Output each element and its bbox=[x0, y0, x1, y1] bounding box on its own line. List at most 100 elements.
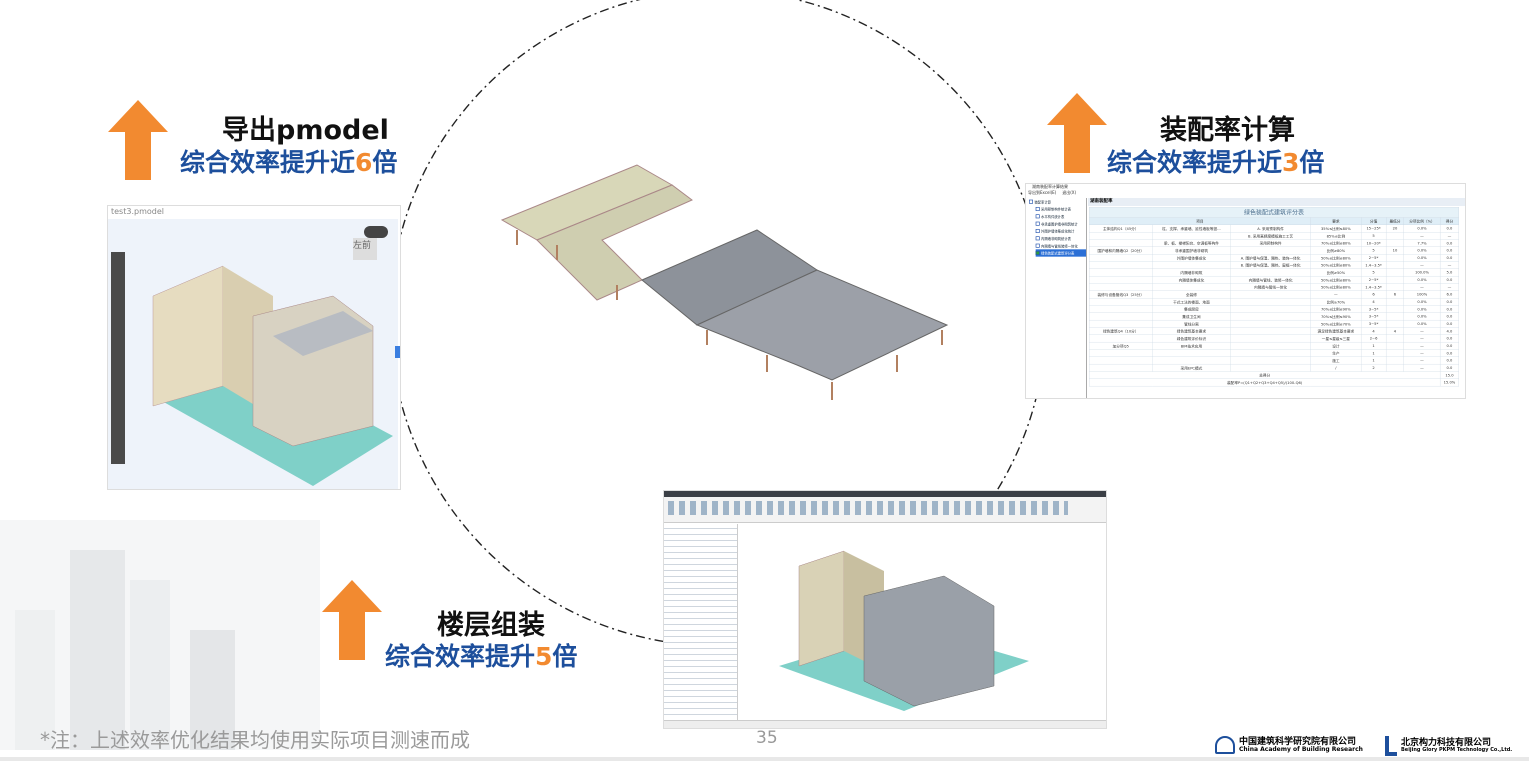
table-cell: 2 bbox=[1360, 363, 1387, 372]
table-cell: 20 bbox=[1385, 224, 1405, 233]
table-cell: 4.0 bbox=[1439, 327, 1459, 335]
tree-item-selected[interactable]: 绿色装配式建筑评分表 bbox=[1035, 249, 1086, 257]
table-cell: 比例≥50% bbox=[1310, 268, 1362, 277]
table-cell: 内隔墙体集成化 bbox=[1152, 275, 1231, 284]
up-arrow-icon bbox=[1047, 93, 1107, 173]
table-cell: / bbox=[1310, 363, 1362, 372]
table-cell: 0.0 bbox=[1439, 239, 1459, 247]
menu-bar: 导出到Excel(E) 退出(X) bbox=[1026, 190, 1465, 196]
table-cell: — bbox=[1310, 290, 1362, 299]
table-cell: 5 bbox=[1360, 246, 1387, 255]
edit-icon[interactable] bbox=[364, 226, 388, 238]
table-cell bbox=[1089, 356, 1153, 365]
table-cell: 4 bbox=[1385, 327, 1405, 335]
table-cell bbox=[1385, 268, 1405, 277]
table-cell: 50%≤比例≤80% bbox=[1310, 275, 1362, 284]
tree-item[interactable]: 采用预制构件统计表 bbox=[1035, 205, 1086, 212]
viewer-toolbar[interactable] bbox=[111, 252, 125, 464]
view-cube[interactable]: 左前 bbox=[353, 238, 377, 260]
table-cell: 2~6 bbox=[1360, 334, 1387, 343]
tree-item[interactable]: 水平构件统计表 bbox=[1035, 213, 1086, 220]
table-cell: 3~5* bbox=[1360, 312, 1387, 321]
table-cell: 70%≤比例≤90% bbox=[1310, 305, 1362, 313]
table-cell bbox=[1089, 275, 1153, 284]
table-cell: 采用预制构件 bbox=[1230, 239, 1311, 247]
header-requirement: 要求 bbox=[1310, 217, 1362, 225]
table-cell: 6 bbox=[1385, 290, 1405, 299]
table-cell bbox=[1152, 349, 1231, 357]
table-cell: 50%≤比例≤80% bbox=[1310, 261, 1362, 269]
table-cell: 70%≤比例≤80% bbox=[1310, 239, 1362, 247]
table-cell: 0.0 bbox=[1439, 356, 1459, 365]
table-cell: 1.4~3.5* bbox=[1360, 283, 1387, 291]
table-cell bbox=[1385, 305, 1405, 313]
table-cell: — bbox=[1403, 261, 1441, 269]
table-cell bbox=[1089, 363, 1153, 372]
table-cell bbox=[1230, 312, 1311, 321]
rate-label: 装配率P=(Q1+Q2+Q3+Q4+Q5)/(100-Q6) bbox=[1089, 378, 1441, 387]
table-cell: 施工 bbox=[1310, 356, 1362, 365]
table-cell: 70%≤比例≤90% bbox=[1310, 312, 1362, 321]
table-cell: — bbox=[1403, 356, 1441, 365]
table-cell: 满足绿色建筑基本要求 bbox=[1310, 327, 1362, 335]
table-cell bbox=[1089, 268, 1153, 277]
table-cell: 0.0 bbox=[1439, 319, 1459, 328]
tree-item[interactable]: 外围护墙体集成化统计 bbox=[1035, 227, 1086, 234]
ribbon-toolbar[interactable] bbox=[664, 497, 1106, 523]
table-cell bbox=[1152, 283, 1231, 291]
header-item: 项目 bbox=[1089, 217, 1311, 225]
menu-exit[interactable]: 退出(X) bbox=[1062, 190, 1077, 195]
building-model bbox=[152, 265, 393, 486]
table-cell bbox=[1385, 356, 1405, 365]
tree-root[interactable]: 装配率计算 bbox=[1029, 198, 1086, 205]
table-cell: 0.0 bbox=[1439, 246, 1459, 255]
table-cell: 0.0% bbox=[1403, 297, 1441, 306]
table-cell: — bbox=[1403, 327, 1441, 335]
table-cell: 绿色建筑Q4（10分） bbox=[1089, 327, 1153, 335]
tree-item[interactable]: 内隔墙非砌筑统计表 bbox=[1035, 235, 1086, 242]
table-cell: 5 bbox=[1360, 231, 1387, 240]
table-cell: 5.0 bbox=[1439, 268, 1459, 277]
panel-handle[interactable] bbox=[395, 346, 400, 358]
file-name: test3.pmodel bbox=[111, 207, 164, 216]
table-cell bbox=[1385, 319, 1405, 328]
table-cell bbox=[1385, 275, 1405, 284]
table-cell: 采用EPC模式 bbox=[1152, 363, 1231, 372]
rate-subtitle: 综合效率提升近3倍 bbox=[1107, 148, 1325, 177]
table-cell: 0.0% bbox=[1403, 305, 1441, 313]
header-ratio: 分项比例（%） bbox=[1403, 217, 1441, 225]
table-cell: 围护墙和内隔墙Q2（20分） bbox=[1089, 246, 1153, 255]
table-cell: 2~5* bbox=[1360, 253, 1387, 262]
tree-item[interactable]: 内隔墙与管线装修一体化 bbox=[1035, 242, 1086, 249]
table-cell: 50%≤比例≤80% bbox=[1310, 283, 1362, 291]
table-cell: 内隔墙与管线一体化 bbox=[1230, 283, 1311, 291]
header-points: 得分 bbox=[1439, 217, 1459, 225]
table-cell bbox=[1152, 356, 1231, 365]
rate-title: 装配率计算 bbox=[1160, 115, 1295, 146]
table-cell: — bbox=[1403, 341, 1441, 350]
table-cell: 内隔墙与管线、装修一体化 bbox=[1230, 275, 1311, 284]
tree-item[interactable]: 非承重围护墙非砌筑统计 bbox=[1035, 220, 1086, 227]
table-cell: — bbox=[1439, 261, 1459, 269]
table-cell bbox=[1230, 319, 1311, 328]
table-cell: — bbox=[1403, 363, 1441, 372]
table-cell: 100.0% bbox=[1403, 268, 1441, 277]
table-cell: 35%≤比例≤80% bbox=[1310, 224, 1362, 233]
project-tree[interactable] bbox=[664, 524, 738, 720]
table-cell: 6 bbox=[1360, 290, 1387, 299]
menu-export-excel[interactable]: 导出到Excel(E) bbox=[1028, 190, 1057, 195]
pmodel-viewer: test3.pmodel 左前 bbox=[107, 205, 401, 490]
table-cell bbox=[1230, 327, 1311, 335]
table-cell: 0.0% bbox=[1403, 312, 1441, 321]
